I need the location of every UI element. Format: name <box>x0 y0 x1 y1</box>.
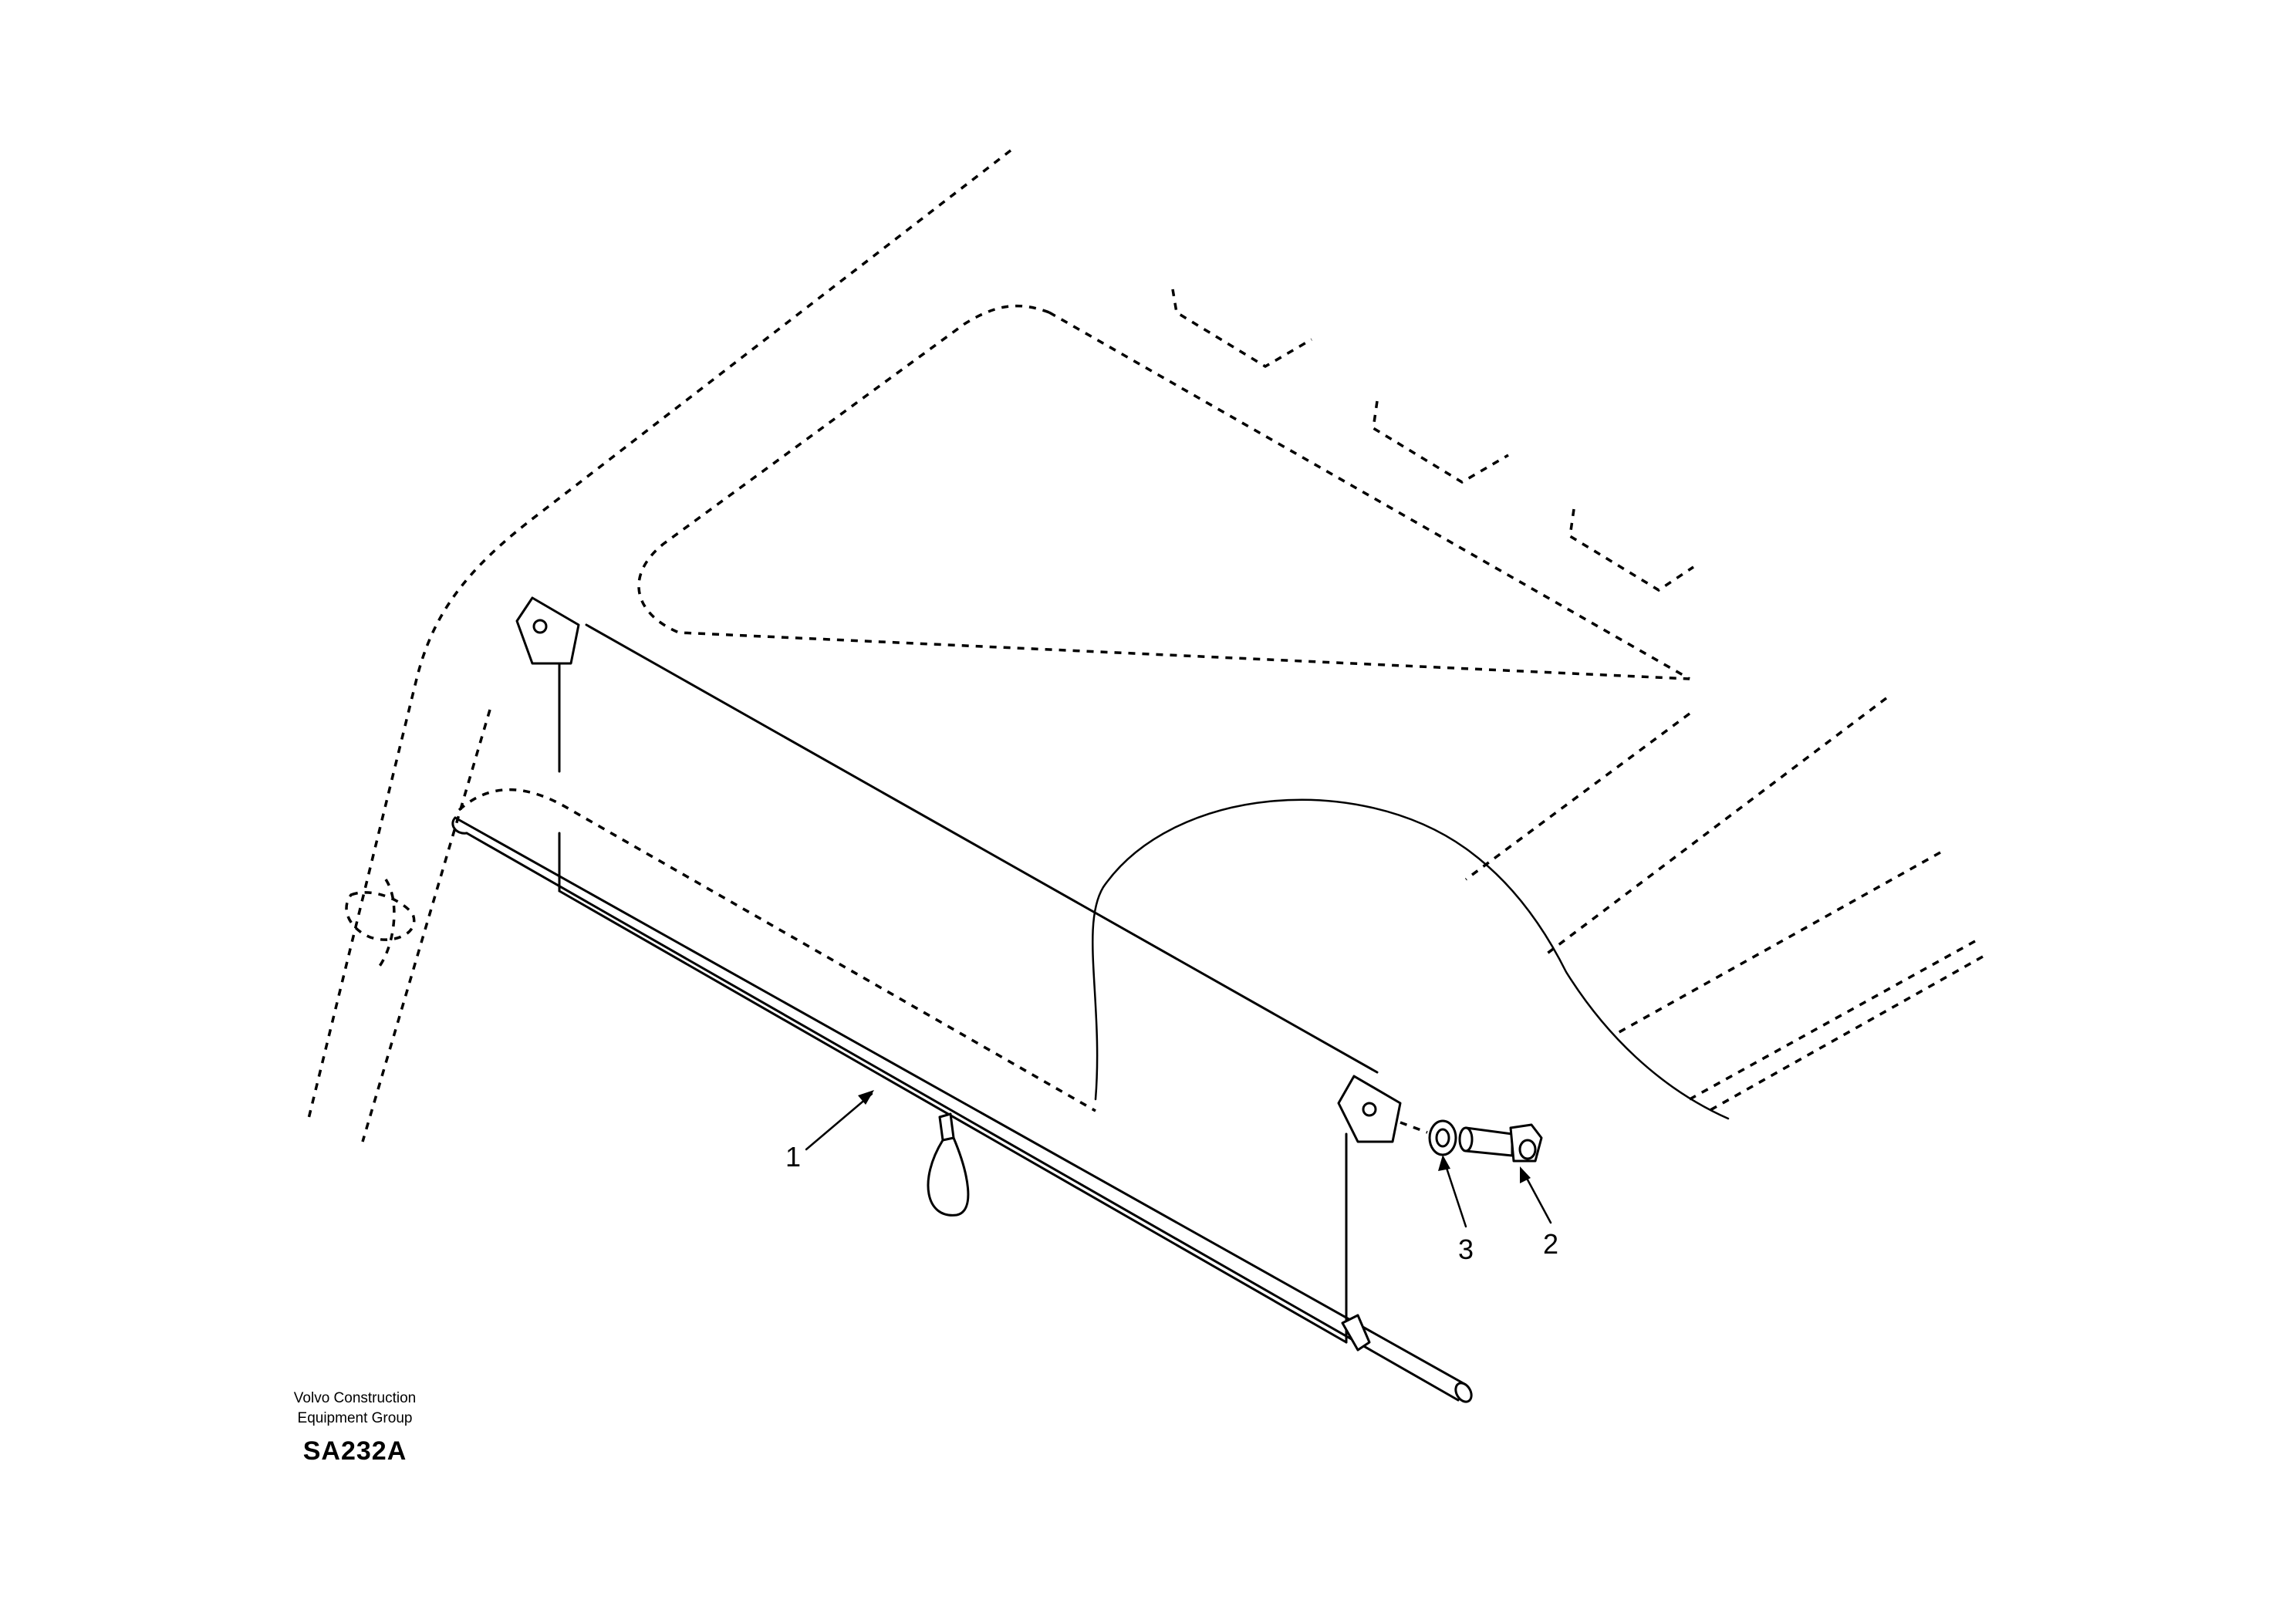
break-line <box>1092 798 1730 1120</box>
drawing-title-block: Volvo Construction Equipment Group SA232… <box>266 1389 444 1466</box>
callout-number-3: 3 <box>1458 1234 1474 1265</box>
company-name-line-2: Equipment Group <box>297 1410 413 1426</box>
screw-part <box>1458 1123 1543 1163</box>
cab-outline-phantom <box>307 149 1984 1142</box>
company-name-line-1: Volvo Construction <box>293 1390 417 1406</box>
callout-number-2: 2 <box>1543 1228 1558 1260</box>
callout-number-1: 1 <box>785 1141 801 1173</box>
drawing-code: SA232A <box>302 1436 407 1466</box>
roller-blind-assembly <box>451 596 1473 1403</box>
washer-part <box>1400 1119 1457 1156</box>
callout-leaders <box>805 1090 1552 1228</box>
